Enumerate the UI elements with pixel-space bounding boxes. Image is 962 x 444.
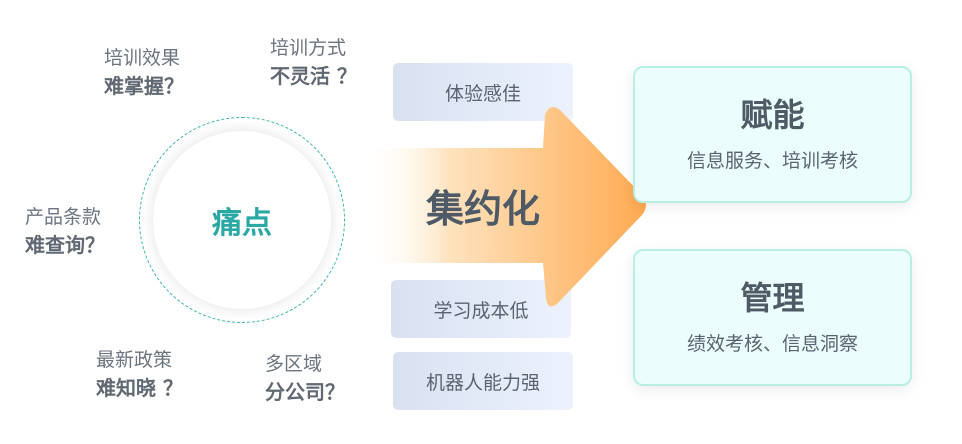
pain-line2: 分公司？	[265, 380, 345, 404]
feature-label: 机器人能力强	[425, 371, 540, 394]
pain-point-regions: 多区域分公司？	[265, 350, 345, 406]
pain-line2: 难掌握？	[104, 74, 184, 98]
center-label: 痛点	[212, 206, 272, 241]
pain-point-training-effect: 培训效果难掌握？	[104, 44, 184, 100]
pain-line2: 不灵活 ？	[270, 64, 357, 88]
pain-line2: 难知晓 ？	[96, 376, 183, 400]
card-subtitle: 绩效考核、信息洞察	[686, 333, 858, 355]
pain-line1: 培训效果	[104, 47, 181, 69]
pain-line1: 产品条款	[25, 206, 102, 228]
card-title: 管理	[740, 279, 805, 317]
pain-line1: 多区域	[265, 353, 323, 375]
feature-box: 机器人能力强	[393, 352, 573, 410]
pain-line2: 难查询？	[25, 233, 105, 257]
card-subtitle: 信息服务、培训考核	[686, 150, 858, 172]
card-title: 赋能	[740, 96, 805, 134]
feature-box: 体验感佳	[393, 63, 573, 121]
pain-point-policy: 最新政策难知晓 ？	[96, 346, 183, 402]
pain-point-training-method: 培训方式不灵活 ？	[270, 34, 357, 90]
feature-label: 体验感佳	[444, 82, 521, 105]
pain-line1: 培训方式	[270, 37, 347, 59]
arrow-label: 集约化	[426, 187, 541, 231]
card-manage: 管理绩效考核、信息洞察	[633, 249, 912, 386]
feature-box: 学习成本低	[391, 280, 571, 338]
pain-line1: 最新政策	[96, 349, 173, 371]
feature-label: 学习成本低	[433, 299, 529, 322]
pain-circle: 痛点	[153, 131, 331, 309]
pain-point-product-terms: 产品条款难查询？	[25, 203, 105, 259]
dashed-circle	[139, 117, 345, 323]
card-empower: 赋能信息服务、培训考核	[633, 66, 912, 203]
